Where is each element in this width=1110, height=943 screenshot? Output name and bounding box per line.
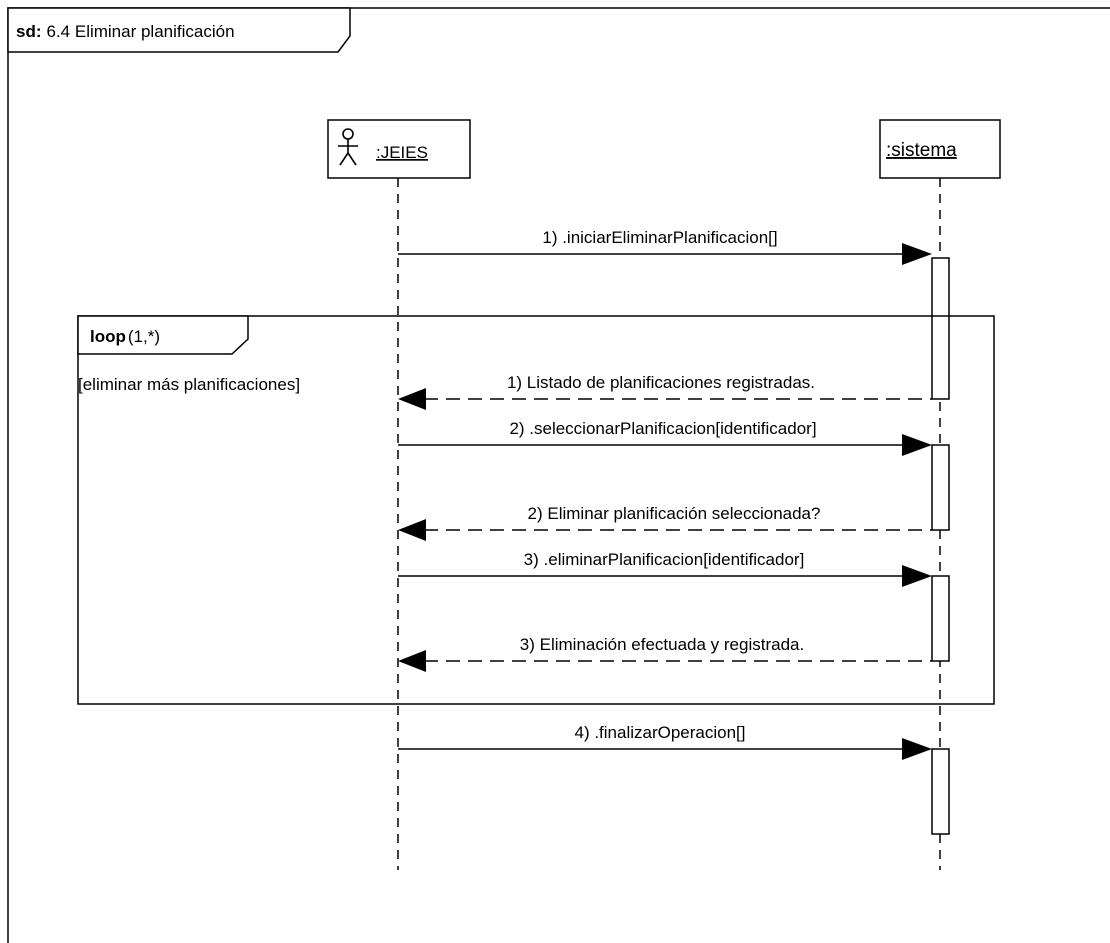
message-label: 3) .eliminarPlanificacion[identificador]	[524, 550, 805, 569]
arrowhead-filled	[902, 434, 932, 456]
loop-operator-tab	[77, 315, 249, 355]
reply-2[interactable]: 2) Eliminar planificación seleccionada?	[398, 504, 932, 541]
message-label: 2) .seleccionarPlanificacion[identificad…	[509, 419, 816, 438]
loop-fragment: loop(1,*) [eliminar más planificaciones]	[77, 315, 995, 705]
frame-title: 6.4 Eliminar planificación	[47, 22, 235, 41]
arrowhead-filled	[398, 519, 426, 541]
arrowhead-filled	[398, 650, 426, 672]
activation-bar	[931, 575, 950, 662]
message-label: 1) .iniciarEliminarPlanificacion[]	[542, 228, 777, 247]
lifeline-jeies[interactable]: :JEIES	[327, 119, 471, 870]
message-label: 2) Eliminar planificación seleccionada?	[528, 504, 821, 523]
frame-keyword: sd:	[16, 22, 42, 41]
activation-bars	[931, 257, 950, 835]
actor-icon	[338, 128, 358, 166]
activation-bar	[931, 748, 950, 835]
activation-bar	[931, 257, 950, 400]
loop-argument: (1,*)	[128, 327, 160, 346]
arrowhead-filled	[902, 243, 932, 265]
svg-text:sd:6.4 Eliminar planificación: sd: 6.4 Eliminar planificación	[16, 22, 235, 41]
svg-text:loop(1,*): loop(1,*)	[90, 327, 160, 346]
lifeline-name-jeies: :JEIES	[376, 143, 428, 162]
message-label: 3) Eliminación efectuada y registrada.	[520, 635, 804, 654]
message-1[interactable]: 1) .iniciarEliminarPlanificacion[]	[398, 228, 932, 265]
lifeline-head-jeies[interactable]	[327, 119, 471, 179]
activation-bar	[931, 444, 950, 531]
loop-frame	[77, 315, 995, 705]
arrowhead-filled	[398, 388, 426, 410]
message-label: 4) .finalizarOperacion[]	[574, 723, 745, 742]
message-3[interactable]: 3) .eliminarPlanificacion[identificador]	[398, 550, 932, 587]
message-label: 1) Listado de planificaciones registrada…	[507, 373, 815, 392]
message-2[interactable]: 2) .seleccionarPlanificacion[identificad…	[398, 419, 932, 456]
reply-3[interactable]: 3) Eliminación efectuada y registrada.	[398, 635, 932, 672]
message-4[interactable]: 4) .finalizarOperacion[]	[398, 723, 932, 760]
loop-guard: [eliminar más planificaciones]	[78, 375, 300, 394]
arrowhead-filled	[902, 565, 932, 587]
loop-operator: loop	[90, 327, 126, 346]
arrowhead-filled	[902, 738, 932, 760]
diagram-frame: sd: 6.4 Eliminar planificación	[7, 7, 1110, 943]
frame-title-tab	[7, 7, 351, 53]
lifeline-name-sistema: :sistema	[886, 140, 957, 161]
reply-1[interactable]: 1) Listado de planificaciones registrada…	[398, 373, 932, 410]
